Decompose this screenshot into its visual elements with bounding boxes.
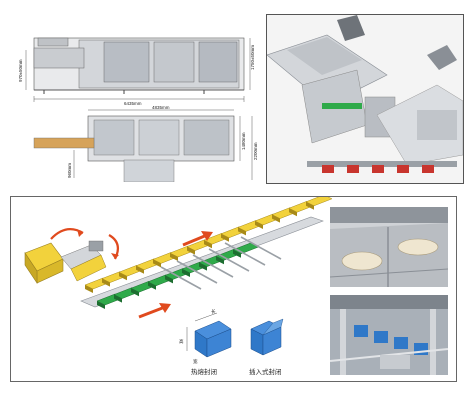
box-dim-height: 高 xyxy=(179,338,184,345)
photo-product-trays xyxy=(330,207,448,287)
yellow-carton-side xyxy=(170,253,178,261)
yellow-carton-side xyxy=(136,265,144,274)
tuck-in-caption: 插入式封闭 xyxy=(249,367,282,376)
flow-diagram-svg: 长 高 宽 热熔封闭 插入式封闭 xyxy=(24,197,333,376)
flow-diagram-panel: 长 高 宽 热熔封闭 插入式封闭 xyxy=(10,196,457,382)
green-carton-side xyxy=(148,281,156,290)
yellow-carton-side xyxy=(102,278,110,287)
overall-length-label: 6435mm xyxy=(124,101,142,106)
photo-blue-carton-line xyxy=(330,295,448,375)
green-carton-side xyxy=(131,288,139,297)
render-3d-svg xyxy=(267,15,463,183)
guide-rail xyxy=(240,236,282,260)
yellow-carton-side xyxy=(119,272,127,281)
hot-melt-caption: 热熔封闭 xyxy=(191,367,217,376)
pick-place-mechanism xyxy=(24,228,120,284)
guide-rail xyxy=(224,242,266,266)
direction-arrow-bottom xyxy=(138,303,171,319)
green-carton-side xyxy=(199,262,207,271)
green-carton-side xyxy=(97,301,105,309)
plan-width-label: 4835mm xyxy=(152,105,170,110)
hot-melt-box-illustration xyxy=(186,312,232,358)
plan-depth-right-label: 2200mm xyxy=(253,142,258,160)
guide-rail xyxy=(192,254,234,278)
height-left-label: 970±50mm xyxy=(18,59,23,82)
green-carton-side xyxy=(182,269,190,277)
yellow-box-row xyxy=(84,197,333,293)
direction-arrow-top xyxy=(182,231,213,247)
green-carton-side xyxy=(216,256,224,265)
yellow-carton-side xyxy=(153,259,161,268)
green-carton-side xyxy=(114,294,122,303)
photo-trays-svg xyxy=(330,207,448,287)
yellow-carton-side xyxy=(204,240,212,249)
height-right-label: 1750±50mm xyxy=(250,45,255,70)
yellow-carton-side xyxy=(289,208,297,217)
box-dim-length: 长 xyxy=(211,308,216,315)
plan-height-right-label: 1480mm xyxy=(241,132,246,150)
yellow-carton-side xyxy=(255,221,263,229)
yellow-carton-side xyxy=(187,246,195,255)
photo-line-svg xyxy=(330,295,448,375)
render-3d-image xyxy=(266,14,464,184)
machine-drawing-svg: 6435mm 1750±50mm 970±50mm 4835mm 1480mm … xyxy=(18,37,258,182)
green-carton-side xyxy=(165,275,173,284)
yellow-carton-side xyxy=(85,285,93,293)
green-carton-side xyxy=(233,249,241,258)
plan-left-label: 960mm xyxy=(67,163,72,178)
yellow-carton-side xyxy=(306,201,314,210)
technical-drawing: 6435mm 1750±50mm 970±50mm 4835mm 1480mm … xyxy=(4,10,262,182)
side-elevation xyxy=(25,37,251,102)
green-box-row xyxy=(96,242,260,309)
guide-rail xyxy=(160,266,202,290)
guide-rail xyxy=(176,260,218,284)
yellow-carton-side xyxy=(272,214,280,223)
guide-rail xyxy=(208,248,250,272)
yellow-carton xyxy=(305,197,333,207)
guide-rails xyxy=(160,236,282,290)
tuck-in-box-illustration xyxy=(250,318,284,356)
yellow-carton-side xyxy=(221,233,229,242)
plan-view xyxy=(33,109,253,182)
box-dim-width: 宽 xyxy=(193,358,198,365)
yellow-carton-side xyxy=(238,227,246,236)
